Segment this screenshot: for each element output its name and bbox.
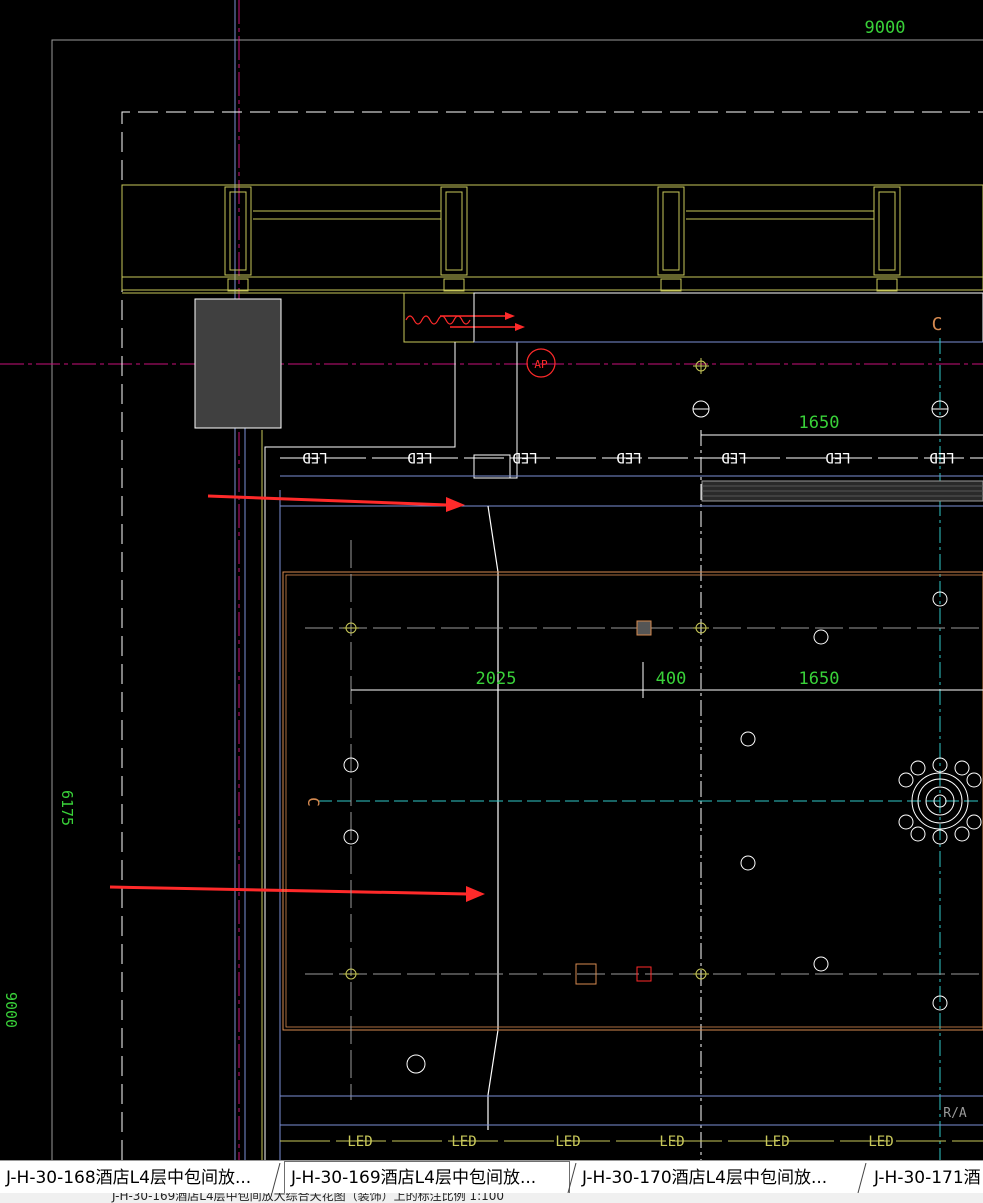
sensor-fixture: [636, 620, 652, 636]
annotation-arrowhead-1: [446, 497, 465, 512]
curtain-wall-band: [121, 184, 983, 291]
chandelier[interactable]: [898, 757, 982, 845]
mullions: [224, 186, 901, 292]
dimension-upper-right: 1650: [700, 413, 983, 1160]
tab-label: J-H-30-168酒店L4层中包间放...: [6, 1168, 252, 1188]
dim-text-1650-middle: 1650: [799, 669, 840, 689]
led-label-u6: LED: [825, 449, 850, 465]
downlights-lower: [343, 591, 948, 1074]
tab-drawing-170[interactable]: J-H-30-170酒店L4层中包间放...: [576, 1163, 862, 1193]
tab-drawing-171[interactable]: J-H-30-171酒: [868, 1163, 983, 1193]
dim-text-6175: 6175: [58, 790, 76, 826]
centerline-mark-left: C: [304, 797, 323, 807]
tab-label: J-H-30-171酒: [874, 1168, 981, 1188]
dim-text-9000-top: 9000: [865, 18, 906, 38]
dimension-middle: 2025 400 1650: [351, 662, 983, 698]
table-outline-outer: [282, 571, 983, 1031]
structural-column[interactable]: [194, 298, 282, 429]
led-label-l3: LED: [555, 1134, 580, 1150]
ac-coil: [405, 315, 471, 325]
room-wall-outline: [264, 342, 456, 1160]
tab-drawing-169-active[interactable]: J-H-30-169酒店L4层中包间放...: [284, 1161, 570, 1194]
smoke-detector: [636, 966, 652, 982]
tab-separator-icon: [567, 1163, 577, 1193]
led-strip-lower: LED LED LED LED LED LED: [280, 1134, 983, 1150]
drawing-tab-bar: J-H-30-168酒店L4层中包间放... J-H-30-169酒店L4层中包…: [0, 1160, 983, 1194]
outer-dimension-frame: [51, 39, 983, 1160]
led-label-u3: LED: [512, 449, 537, 465]
table-outline-inner: [285, 574, 983, 1028]
led-label-l6: LED: [868, 1134, 893, 1150]
annotation-arrow-1: [207, 494, 449, 507]
airflow-arrowhead-1: [505, 312, 515, 320]
tab-separator-icon: [857, 1163, 867, 1193]
bulkhead-box: [473, 292, 983, 343]
spotlights: [343, 622, 709, 980]
drawing-canvas[interactable]: AP C 1650 9000 LED LED LED LED LED LED: [0, 0, 983, 1160]
led-label-u2: LED: [407, 449, 432, 465]
led-label-l2: LED: [451, 1134, 476, 1150]
led-label-u5: LED: [721, 449, 746, 465]
annotation-arrowhead-2: [466, 886, 485, 902]
annotation-arrow-2: [109, 885, 469, 896]
dim-text-9000-left: 9000: [2, 992, 20, 1028]
tab-drawing-168[interactable]: J-H-30-168酒店L4层中包间放...: [0, 1163, 276, 1193]
led-strip-upper: LED LED LED LED LED LED LED: [280, 449, 983, 465]
led-label-u1: LED: [302, 449, 327, 465]
dim-text-400: 400: [656, 669, 687, 689]
tab-label: J-H-30-169酒店L4层中包间放...: [291, 1168, 537, 1188]
ap-label: AP: [534, 358, 548, 371]
blind-tracks: [253, 210, 874, 220]
led-label-u7: LED: [929, 449, 954, 465]
tab-label: J-H-30-170酒店L4层中包间放...: [582, 1168, 828, 1188]
downlights-upper: [692, 358, 949, 418]
dim-text-2025: 2025: [476, 669, 517, 689]
curved-partition: [487, 505, 499, 1130]
centerline-mark-top: C: [932, 314, 943, 335]
led-label-l5: LED: [764, 1134, 789, 1150]
door-notch: [473, 342, 518, 479]
status-text: J-H-30-169酒店L4层中包间放大综合天花图（装饰）上的标注比例 1:10…: [112, 1193, 505, 1203]
led-label-l4: LED: [659, 1134, 684, 1150]
led-label-l1: LED: [347, 1134, 372, 1150]
tab-separator-icon: [271, 1163, 281, 1193]
access-point-symbol[interactable]: [526, 348, 556, 378]
ra-label: R/A: [943, 1106, 967, 1121]
speaker-fixture: [575, 963, 597, 985]
cad-drawing[interactable]: AP C 1650 9000 LED LED LED LED LED LED: [0, 0, 983, 1160]
led-label-u4: LED: [616, 449, 641, 465]
status-bar: J-H-30-169酒店L4层中包间放大综合天花图（装饰）上的标注比例 1:10…: [0, 1193, 983, 1203]
diffuser-hatch: [702, 485, 983, 497]
airflow-arrowhead-2: [515, 323, 525, 331]
ceiling-boundary: [121, 111, 983, 1160]
dim-text-1650-upper: 1650: [799, 413, 840, 433]
